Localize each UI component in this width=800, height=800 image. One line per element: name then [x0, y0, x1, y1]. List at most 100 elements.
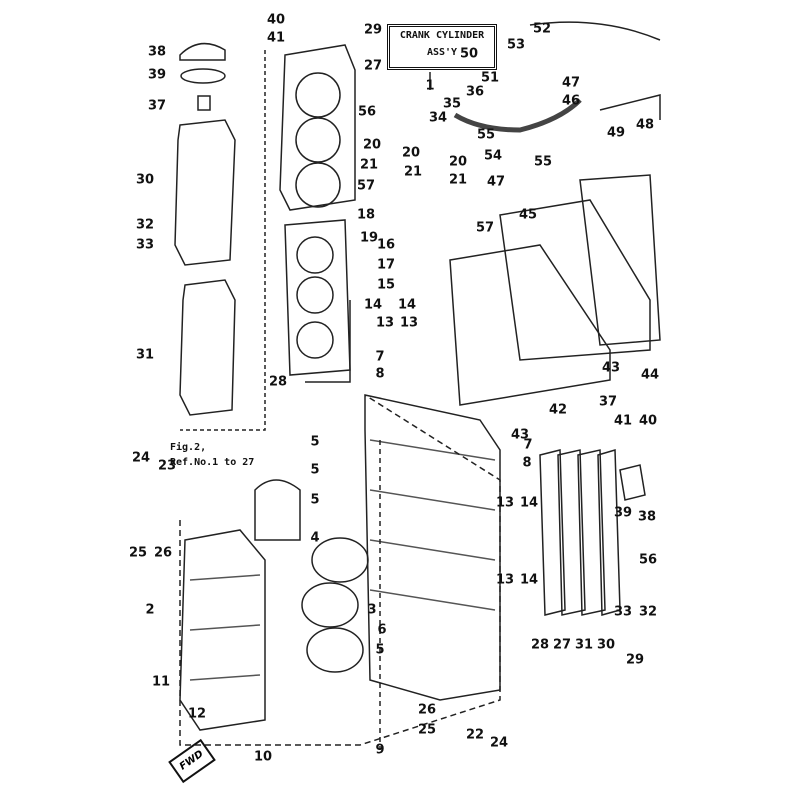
part-cylinder-block [364, 394, 501, 701]
part-label: 20 [362, 137, 382, 153]
part-label: 26 [417, 702, 437, 718]
part-label: 33 [135, 237, 155, 253]
part-label: 43 [510, 427, 530, 443]
part-gasket-31-right [577, 449, 606, 616]
part-label: 10 [253, 749, 273, 765]
part-label: 14 [519, 495, 539, 511]
part-label: 43 [601, 360, 621, 376]
part-cover-38-right [619, 464, 646, 501]
part-exhaust-plate-44 [579, 174, 661, 346]
part-label: 52 [532, 21, 552, 37]
part-label: 39 [147, 67, 167, 83]
part-label: 57 [356, 178, 376, 194]
part-label: 34 [428, 110, 448, 126]
part-label: 14 [397, 297, 417, 313]
part-label: 5 [310, 462, 320, 478]
part-label: 16 [376, 237, 396, 253]
part-label: 47 [561, 75, 581, 91]
part-label: 38 [147, 44, 167, 60]
part-label: 40 [638, 413, 658, 429]
part-label: 51 [480, 70, 500, 86]
part-label: 32 [638, 604, 658, 620]
part-label: 53 [506, 37, 526, 53]
part-exhaust-cover-43 [499, 199, 651, 361]
figure-note-line-2: Ref.No.1 to 27 [170, 457, 255, 468]
part-label: 13 [495, 495, 515, 511]
part-label: 28 [530, 637, 550, 653]
part-plug-37 [197, 95, 211, 111]
part-label: 14 [363, 297, 383, 313]
combustion-chamber [295, 162, 341, 208]
part-label: 36 [465, 84, 485, 100]
part-label: 12 [187, 706, 207, 722]
part-label: 29 [363, 22, 383, 38]
part-label: 14 [519, 572, 539, 588]
part-label: 37 [147, 98, 167, 114]
part-label: 20 [448, 154, 468, 170]
part-label: 45 [518, 207, 538, 223]
part-exhaust-cover-42 [449, 244, 611, 406]
part-label: 37 [598, 394, 618, 410]
leader-line [305, 300, 351, 383]
part-label: 29 [625, 652, 645, 668]
part-cover-38 [179, 42, 226, 61]
part-label: 13 [375, 315, 395, 331]
part-label: 5 [310, 492, 320, 508]
part-label: 38 [637, 509, 657, 525]
part-label: 17 [376, 257, 396, 273]
part-label: 55 [533, 154, 553, 170]
part-gasket-28-right [539, 449, 566, 616]
crankshaft [254, 479, 301, 541]
part-label: 3 [367, 602, 377, 618]
part-label: 50 [459, 46, 479, 62]
part-label: 27 [363, 58, 383, 74]
crankcase-ribs [189, 574, 261, 681]
part-label: 25 [128, 545, 148, 561]
figure-note-line-1: Fig.2, [170, 442, 207, 453]
part-label: 27 [552, 637, 572, 653]
part-label: 40 [266, 12, 286, 28]
part-label: 1 [425, 78, 435, 94]
part-label: 21 [448, 172, 468, 188]
part-label: 54 [483, 148, 503, 164]
part-head-gasket-28 [284, 219, 351, 376]
title-box: CRANK CYLINDER ASS'Y [387, 24, 497, 70]
part-label: 4 [310, 530, 320, 546]
part-label: 22 [465, 727, 485, 743]
part-label: 25 [417, 722, 437, 738]
title-line-2: ASS'Y [426, 47, 458, 58]
part-label: 41 [266, 30, 286, 46]
title-line-1: CRANK CYLINDER [399, 30, 485, 41]
combustion-chamber [295, 72, 341, 118]
part-label: 49 [606, 125, 626, 141]
part-label: 7 [523, 437, 533, 453]
part-label: 8 [375, 366, 385, 382]
part-label: 42 [548, 402, 568, 418]
part-label: 33 [613, 604, 633, 620]
part-label: 35 [442, 96, 462, 112]
part-head-cover-30 [174, 119, 236, 266]
part-label: 48 [635, 117, 655, 133]
part-label: 2 [145, 602, 155, 618]
part-label: 13 [495, 572, 515, 588]
part-cover-27-right [557, 449, 586, 616]
block-ribs [369, 439, 496, 611]
part-label: 55 [476, 127, 496, 143]
part-label: 28 [268, 374, 288, 390]
part-label: 24 [131, 450, 151, 466]
part-label: 56 [357, 104, 377, 120]
part-label: 44 [640, 367, 660, 383]
leader-line [180, 50, 266, 431]
part-label: 57 [475, 220, 495, 236]
part-label: 26 [153, 545, 173, 561]
piston [311, 537, 369, 583]
part-label: 7 [375, 349, 385, 365]
piston [301, 582, 359, 628]
part-cylinder-head-27 [279, 44, 356, 211]
part-label: 11 [151, 674, 171, 690]
gasket-bore [296, 321, 334, 359]
gasket-bore [296, 276, 334, 314]
part-label: 21 [359, 157, 379, 173]
